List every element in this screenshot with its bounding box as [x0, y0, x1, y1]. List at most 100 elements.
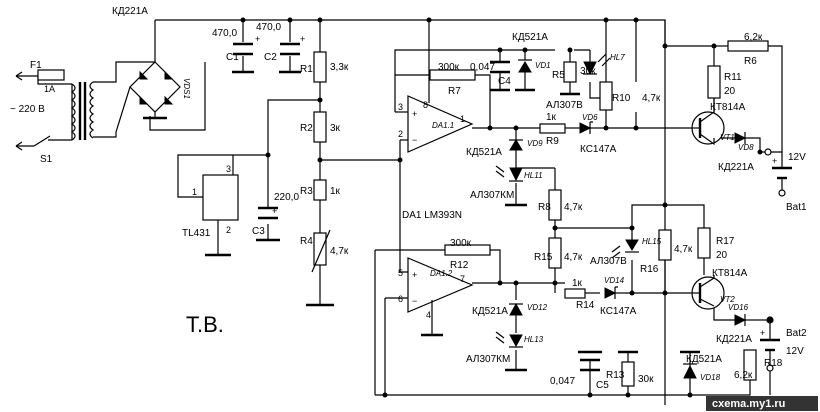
mains-terminal-arrows	[15, 71, 23, 151]
label-vd14: VD14	[604, 276, 625, 285]
resistor-r14	[564, 288, 586, 299]
resistor-r16	[658, 229, 672, 261]
label-c1-val: 470,0	[212, 28, 237, 39]
label-r4-val: 4,7к	[330, 246, 349, 257]
label-hl15: HL15	[642, 237, 662, 246]
label-vd12-type: КД521А	[472, 306, 508, 317]
label-vd6: VD6	[582, 113, 598, 122]
switch-s1	[33, 135, 51, 147]
label-hl13: HL13	[524, 335, 544, 344]
led-hl15	[611, 239, 639, 259]
resistor-r9	[539, 123, 566, 134]
diode-vd18	[683, 363, 697, 379]
diode-vd12	[509, 302, 523, 316]
label-c3: C3	[252, 226, 265, 237]
label-r12-val: 300к	[450, 238, 472, 249]
label-pin1: 1	[460, 114, 465, 124]
resistor-r15	[548, 237, 562, 269]
capacitor-c3	[258, 206, 278, 220]
label-vd16: VD16	[728, 303, 749, 312]
label-r2: R2	[300, 123, 313, 134]
comparator-da1-1	[407, 95, 474, 153]
diode-vd9	[509, 139, 523, 151]
label-vd12: VD12	[527, 303, 548, 312]
label-vd9-type: КД521А	[466, 147, 502, 158]
label-u1-pin2: 2	[226, 225, 231, 235]
fuse-f1	[37, 69, 65, 81]
wires	[16, 19, 783, 405]
diode-bridge-vds1	[115, 61, 181, 133]
resistor-r5	[563, 61, 577, 83]
label-r2-val: 3к	[330, 123, 341, 134]
label-f1-rating: 1A	[44, 84, 55, 94]
label-hl11: HL11	[524, 171, 543, 180]
label-da12-minus: −	[412, 296, 417, 306]
tl431-regulator	[202, 174, 239, 221]
label-da11-minus: −	[412, 135, 417, 145]
site-watermark: cxema.my1.ru	[706, 396, 818, 411]
label-r9-val: 1к	[546, 112, 557, 123]
label-r4: R4	[300, 236, 313, 247]
label-vd1-type: КД521А	[512, 32, 548, 43]
label-bat1: Bat1	[786, 202, 807, 213]
label-r5: R5	[552, 70, 565, 81]
label-r6-val: 6,2к	[744, 32, 763, 43]
resistor-r3	[313, 179, 327, 201]
label-u1-pin3: 3	[226, 164, 231, 174]
label-da12: DA1.2	[430, 269, 453, 278]
label-r18-val: 6,2к	[734, 370, 753, 381]
label-da11: DA1.1	[432, 121, 454, 130]
label-vt2: VT2	[720, 295, 735, 304]
label-bat1-plus: +	[772, 156, 777, 166]
resistor-r7	[429, 69, 476, 81]
resistor-r11	[707, 65, 721, 99]
component-labels: F1 1A ~ 220 В S1 КД221А VDS1 470,0 C1 + …	[10, 6, 807, 391]
led-hl7	[583, 53, 611, 76]
comparator-da1-2	[407, 257, 474, 313]
label-vd9: VD9	[527, 139, 543, 148]
label-vt1: VT1	[720, 133, 735, 142]
resistor-r18	[743, 349, 757, 381]
label-r8-val: 4,7к	[564, 202, 583, 213]
label-r3: R3	[300, 186, 313, 197]
label-s1: S1	[40, 154, 53, 165]
label-r7-val: 300к	[438, 62, 460, 73]
label-r5-val: 30к	[580, 66, 596, 77]
label-bat2: Bat2	[786, 328, 807, 339]
battery-bat1	[764, 148, 792, 197]
diode-vd8	[734, 132, 747, 144]
label-vd6-type: КС147А	[580, 144, 617, 155]
site-text: cxema.my1.ru	[712, 398, 785, 410]
label-c4: C4	[498, 76, 511, 87]
label-vt1-type: КТ814А	[710, 102, 746, 113]
label-c5-val: 0,047	[550, 376, 575, 387]
label-vd1: VD1	[535, 61, 551, 70]
label-u1: TL431	[182, 228, 211, 239]
label-vd8: VD8	[738, 143, 754, 152]
resistor-r8	[548, 189, 562, 221]
label-c2: C2	[264, 52, 277, 63]
label-r1-val: 3,3к	[330, 62, 349, 73]
label-vd18-type: КД521А	[686, 354, 722, 365]
label-r13-val: 30к	[638, 374, 654, 385]
label-f1: F1	[30, 60, 42, 71]
label-vd8-type: КД221А	[718, 162, 754, 173]
capacitor-c5	[580, 358, 600, 372]
label-vd16-type: КД221А	[716, 334, 752, 345]
label-hl11-type: АЛ307КМ	[470, 190, 514, 201]
resistor-r17	[697, 227, 711, 259]
transistor-vt2	[690, 275, 725, 310]
diode-vd1	[518, 59, 532, 73]
label-pin8: 8	[423, 100, 428, 110]
label-bat2-v: 12V	[786, 346, 804, 357]
author-mark: Т.В.	[186, 312, 224, 337]
resistor-r10	[599, 81, 613, 111]
label-hl15-type: АЛ307В	[590, 256, 627, 267]
label-pin6: 6	[398, 294, 403, 304]
label-pin2: 2	[398, 129, 403, 139]
label-r1: R1	[300, 64, 313, 75]
label-r17-val: 20	[716, 250, 728, 261]
label-r16: R16	[640, 264, 659, 275]
